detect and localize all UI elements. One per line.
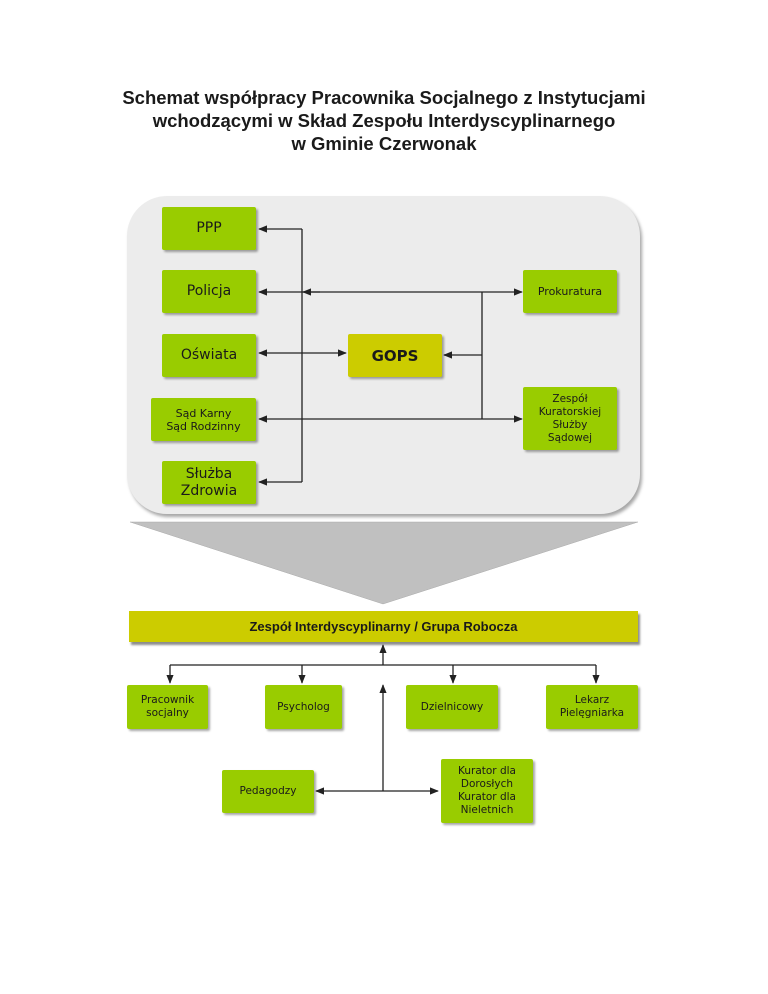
box-psycholog: Psycholog (265, 685, 342, 729)
diagram-title: Schemat współpracy Pracownika Socjalnego… (100, 86, 668, 155)
box-ppp-label: PPP (196, 220, 222, 236)
right-trunk-connectors (443, 288, 523, 423)
box-pedagodzy-label: Pedagodzy (239, 785, 297, 797)
title-line-3: w Gminie Czerwonak (291, 133, 477, 154)
box-oswiata-label: Oświata (180, 347, 238, 363)
box-sad-label: Sąd Karny Sąd Rodzinny (166, 406, 241, 433)
box-gops: GOPS (348, 334, 442, 377)
title-line-2: wchodzącymi w Skład Zespołu Interdyscypl… (152, 110, 616, 131)
title-line-1: Schemat współpracy Pracownika Socjalnego… (122, 87, 646, 108)
box-ppp: PPP (162, 207, 256, 250)
box-prokuratura-label: Prokuratura (537, 285, 603, 298)
box-sluzba-zdrowia-label: Służba Zdrowia (180, 465, 238, 499)
box-sad: Sąd Karny Sąd Rodzinny (151, 398, 256, 441)
box-kurator-label: Kurator dla Dorosłych Kurator dla Nielet… (458, 765, 516, 816)
box-pracownik-socjalny: Pracownik socjalny (127, 685, 208, 729)
box-sluzba-zdrowia: Służba Zdrowia (162, 461, 256, 504)
box-policja: Policja (162, 270, 256, 313)
lower-connectors (166, 644, 600, 795)
box-dzielnicowy: Dzielnicowy (406, 685, 498, 729)
box-gops-label: GOPS (371, 346, 419, 365)
box-pedagodzy: Pedagodzy (222, 770, 314, 813)
team-bar: Zespół Interdyscyplinarny / Grupa Robocz… (129, 611, 638, 642)
team-bar-label: Zespół Interdyscyplinarny / Grupa Robocz… (249, 619, 518, 634)
funnel-arrow (129, 521, 639, 605)
box-kurator: Kurator dla Dorosłych Kurator dla Nielet… (441, 759, 533, 823)
box-prokuratura: Prokuratura (523, 270, 617, 313)
box-oswiata: Oświata (162, 334, 256, 377)
box-psycholog-label: Psycholog (277, 700, 330, 713)
box-lekarz-pielegniarka-label: Lekarz Pielęgniarka (559, 694, 625, 719)
box-pracownik-socjalny-label: Pracownik socjalny (140, 694, 195, 719)
box-dzielnicowy-label: Dzielnicowy (420, 700, 484, 713)
box-policja-label: Policja (186, 283, 232, 299)
box-zespol-kuratorskiej: Zespół Kuratorskiej Służby Sądowej (523, 387, 617, 450)
box-zespol-kuratorskiej-label: Zespół Kuratorskiej Służby Sądowej (538, 392, 602, 444)
left-trunk-connectors (258, 225, 480, 486)
box-lekarz-pielegniarka: Lekarz Pielęgniarka (546, 685, 638, 729)
